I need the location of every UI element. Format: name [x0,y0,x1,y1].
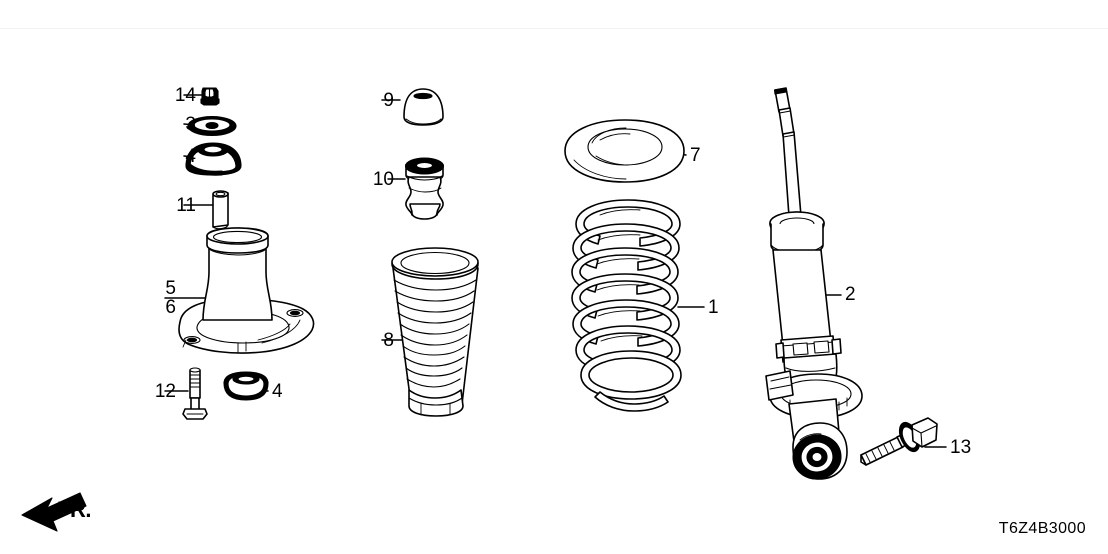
callout-2: 2 [845,284,856,305]
part-dust-cover-boot [391,247,479,417]
callout-14: 14 [174,85,196,106]
callout-6: 6 [165,297,176,318]
part-bump-stop-cap [403,88,444,126]
part-collar-sleeve [212,190,229,230]
part-washer [187,115,237,137]
part-spring-seat-rubber [564,119,685,183]
part-damper-mount-base [178,227,315,354]
callout-4-lower: 4 [272,381,283,402]
callout-10: 10 [372,169,394,190]
callout-7: 7 [690,145,701,166]
part-bump-stop-rubber [404,157,445,220]
callout-11: 11 [176,195,196,216]
part-flange-nut [200,87,220,106]
part-flange-bolt-lower [860,417,938,466]
part-upper-mount-rubber [185,142,242,176]
callout-4-upper: 4 [185,146,196,167]
part-flange-bolt-upper [182,367,208,420]
part-lower-mount-rubber [223,371,269,401]
callout-3: 3 [185,114,196,135]
diagram-code: T6Z4B3000 [998,520,1086,537]
callout-5: 5 [165,278,176,299]
callout-1: 1 [708,297,719,318]
callout-9: 9 [383,90,394,111]
part-shock-absorber [765,87,863,480]
callout-13: 13 [950,437,972,458]
part-coil-spring [571,199,682,412]
front-direction-label: FR. [57,497,91,522]
callout-8: 8 [383,330,394,351]
front-direction-arrow [21,492,87,532]
callout-12: 12 [154,381,176,402]
